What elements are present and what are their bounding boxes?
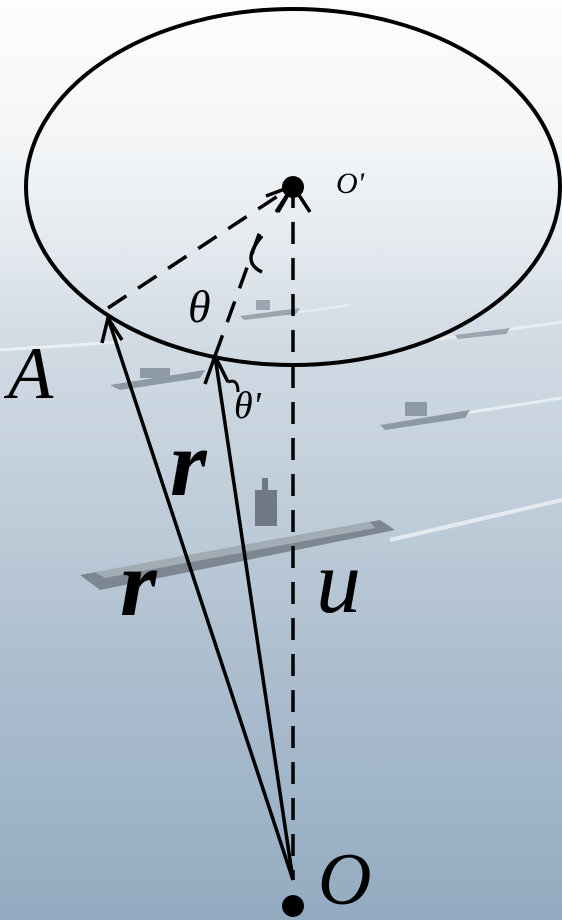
label-o-prime: O'	[336, 167, 365, 200]
vector-r-inner	[213, 355, 295, 881]
escort-ship-icon	[110, 368, 205, 390]
escort-ship-icon	[380, 402, 470, 430]
ship-wake	[0, 340, 121, 352]
angle-arc-theta	[249, 234, 264, 274]
escort-ship-icon	[455, 328, 510, 339]
label-point-o: O	[318, 839, 371, 920]
arrowhead-A	[100, 313, 124, 344]
ship-wake	[389, 498, 562, 542]
angle-arc-theta-prime	[227, 379, 240, 393]
vector-r-to-A	[106, 317, 295, 881]
label-vector-r-outer: r	[120, 532, 158, 636]
boundary-ellipse	[24, 7, 562, 367]
label-theta-prime: θ'	[234, 385, 262, 427]
ship-wake	[299, 304, 351, 313]
escort-ship-icon	[240, 300, 300, 320]
arrowhead-inner	[203, 351, 230, 385]
label-point-a: A	[3, 333, 54, 415]
point-o-dot	[282, 895, 304, 917]
aircraft-carrier-icon	[80, 478, 395, 590]
label-vector-r-inner: r	[170, 412, 208, 516]
label-vector-u: u	[316, 533, 361, 632]
dashed-line-A-to-O-prime	[107, 184, 294, 310]
label-theta: θ	[188, 281, 211, 332]
point-o-prime-dot	[282, 176, 304, 198]
